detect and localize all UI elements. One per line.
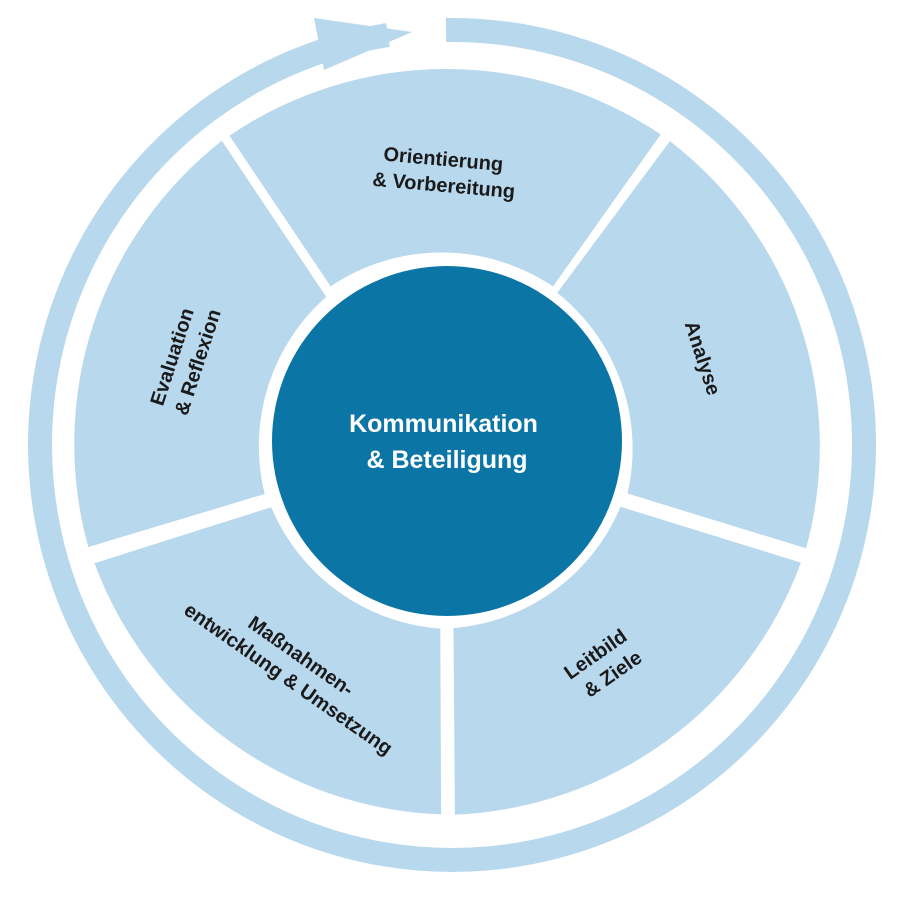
segment-analyse (557, 141, 820, 549)
outer-cycle-ring (28, 17, 877, 872)
center-circle (272, 266, 622, 616)
segment-evaluation (74, 140, 327, 548)
segment-massnahmen (94, 507, 442, 815)
segment-leitbild (453, 506, 801, 815)
center-label-line2: & Beteiligung (366, 446, 527, 474)
center-label: Kommunikation & Beteiligung (349, 410, 545, 474)
segment-orientierung (229, 69, 661, 287)
center-label-line1: Kommunikation (349, 410, 538, 438)
cycle-arrowhead-icon (314, 18, 412, 70)
segment-wedges (74, 69, 820, 815)
